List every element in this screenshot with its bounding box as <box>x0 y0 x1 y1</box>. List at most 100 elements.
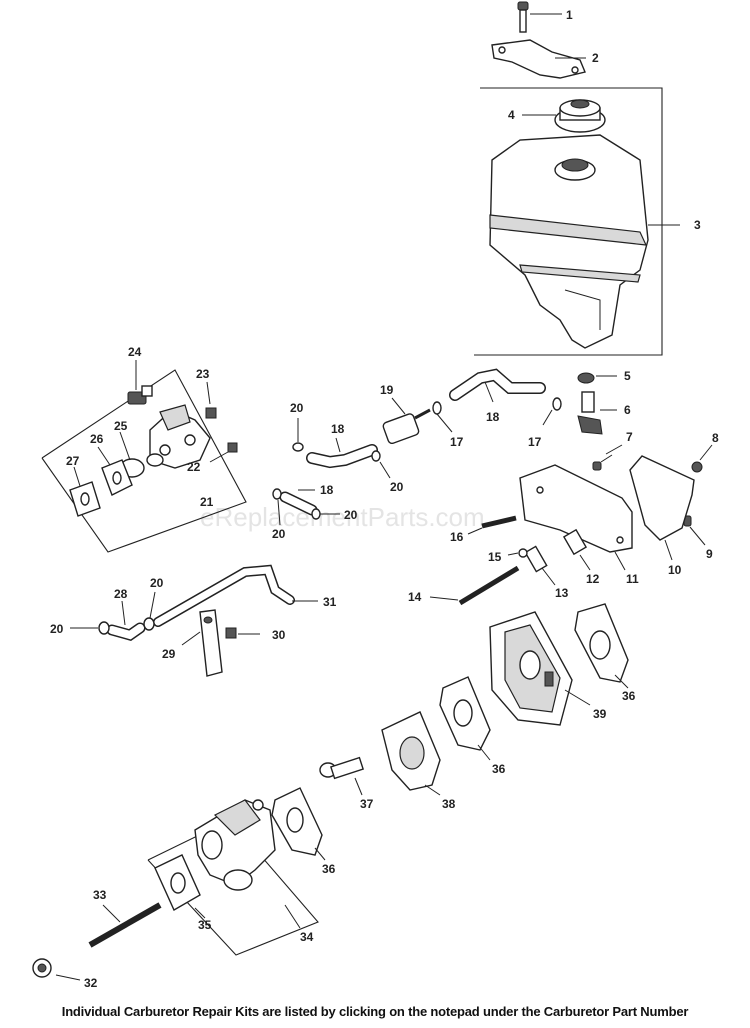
part-9-screw <box>683 515 706 546</box>
callout-5: 5 <box>624 369 631 383</box>
part-38-spacer <box>381 711 441 796</box>
callout-36a: 36 <box>622 689 636 703</box>
part-17-clamp-right <box>542 397 562 426</box>
part-3-fuel-tank <box>489 134 680 349</box>
callout-26: 26 <box>90 432 104 446</box>
part-7-screw <box>592 444 623 471</box>
callout-19: 19 <box>380 383 394 397</box>
callout-18c: 18 <box>320 483 334 497</box>
callout-35: 35 <box>198 918 212 932</box>
callout-6: 6 <box>624 403 631 417</box>
callout-9: 9 <box>706 547 713 561</box>
part-12-spacer <box>562 528 591 571</box>
callout-22: 22 <box>187 460 201 474</box>
part-28-hose <box>106 600 146 641</box>
part-36-gasket-right <box>574 603 629 689</box>
part-36-gasket-left <box>271 787 326 861</box>
callout-14: 14 <box>408 590 422 604</box>
part-11-mounting-plate <box>519 464 633 571</box>
part-20-clamp-f <box>143 591 156 631</box>
callout-2: 2 <box>592 51 599 65</box>
callout-3: 3 <box>694 218 701 232</box>
callout-16: 16 <box>450 530 464 544</box>
part-18-fuel-line-lower <box>279 489 318 516</box>
callout-11: 11 <box>626 572 639 586</box>
part-26-plate <box>97 446 133 496</box>
callout-24: 24 <box>128 345 142 359</box>
callout-20a: 20 <box>290 401 304 415</box>
part-14-stud <box>429 565 520 606</box>
part-39-heat-shield <box>489 611 591 726</box>
callout-17b: 17 <box>528 435 542 449</box>
part-17-clamp-left <box>432 401 453 433</box>
part-27-gasket <box>69 466 101 517</box>
part-31-fuel-line <box>153 564 318 627</box>
part-20-clamp-e <box>70 621 110 635</box>
callout-36c: 36 <box>322 862 336 876</box>
part-20-clamp-c <box>272 488 282 526</box>
part-15-washer <box>507 548 528 558</box>
part-29-bracket <box>181 609 223 677</box>
part-10-bracket <box>629 455 695 561</box>
carburetor-kit-note: Individual Carburetor Repair Kits are li… <box>61 1004 689 1019</box>
callout-31: 31 <box>323 595 337 609</box>
callout-10: 10 <box>668 563 682 577</box>
part-22-screw <box>209 442 238 463</box>
part-32-nut <box>32 958 81 981</box>
part-16-screw <box>467 515 517 535</box>
part-24-fitting <box>127 360 153 405</box>
callout-12: 12 <box>586 572 600 586</box>
callout-36b: 36 <box>492 762 506 776</box>
callout-21: 21 <box>200 495 214 509</box>
callout-1: 1 <box>566 8 573 22</box>
callout-20b: 20 <box>390 480 404 494</box>
callout-18b: 18 <box>331 422 345 436</box>
callout-32: 32 <box>84 976 98 990</box>
part-36-gasket-middle <box>439 676 491 761</box>
part-2-bracket <box>491 39 586 79</box>
part-21-fuel-pump <box>146 404 211 469</box>
part-5-bushing <box>577 372 617 384</box>
part-20-clamp-d <box>311 508 340 520</box>
part-33-stud <box>88 902 162 948</box>
callout-20d: 20 <box>344 508 358 522</box>
part-13-spacer <box>524 545 556 586</box>
part-20-clamp-b <box>371 450 391 479</box>
tank-bracket-box <box>474 87 663 356</box>
callout-30: 30 <box>272 628 286 642</box>
part-4-fuel-cap <box>522 99 606 133</box>
part-18-fuel-line <box>449 368 546 403</box>
callout-38: 38 <box>442 797 456 811</box>
part-30-screw <box>225 627 260 639</box>
part-6-fuel-valve <box>577 391 617 435</box>
callout-29: 29 <box>162 647 176 661</box>
callout-37: 37 <box>360 797 374 811</box>
leader-34 <box>284 904 301 929</box>
callout-39: 39 <box>593 707 607 721</box>
callout-27: 27 <box>66 454 80 468</box>
callout-4: 4 <box>508 108 515 122</box>
callout-20f: 20 <box>150 576 164 590</box>
part-37-bolt <box>319 756 365 796</box>
callout-8: 8 <box>712 431 719 445</box>
callout-20c: 20 <box>272 527 286 541</box>
part-35-gasket <box>154 854 206 919</box>
callout-20e: 20 <box>50 622 64 636</box>
callout-25: 25 <box>114 419 128 433</box>
part-20-clamp-a <box>292 418 304 452</box>
callout-7: 7 <box>626 430 633 444</box>
part-1-screw <box>517 1 562 33</box>
part-carburetor <box>194 799 276 891</box>
callout-18a: 18 <box>486 410 500 424</box>
callout-34: 34 <box>300 930 314 944</box>
part-23-screw <box>205 381 217 419</box>
part-8-nut <box>691 444 713 473</box>
callout-15: 15 <box>488 550 502 564</box>
watermark: eReplacementParts.com <box>200 502 485 532</box>
part-18-fuel-line-middle <box>306 437 378 469</box>
callout-33: 33 <box>93 888 107 902</box>
part-19-fuel-filter <box>382 397 431 445</box>
callout-28: 28 <box>114 587 128 601</box>
callout-23: 23 <box>196 367 210 381</box>
callout-17a: 17 <box>450 435 464 449</box>
